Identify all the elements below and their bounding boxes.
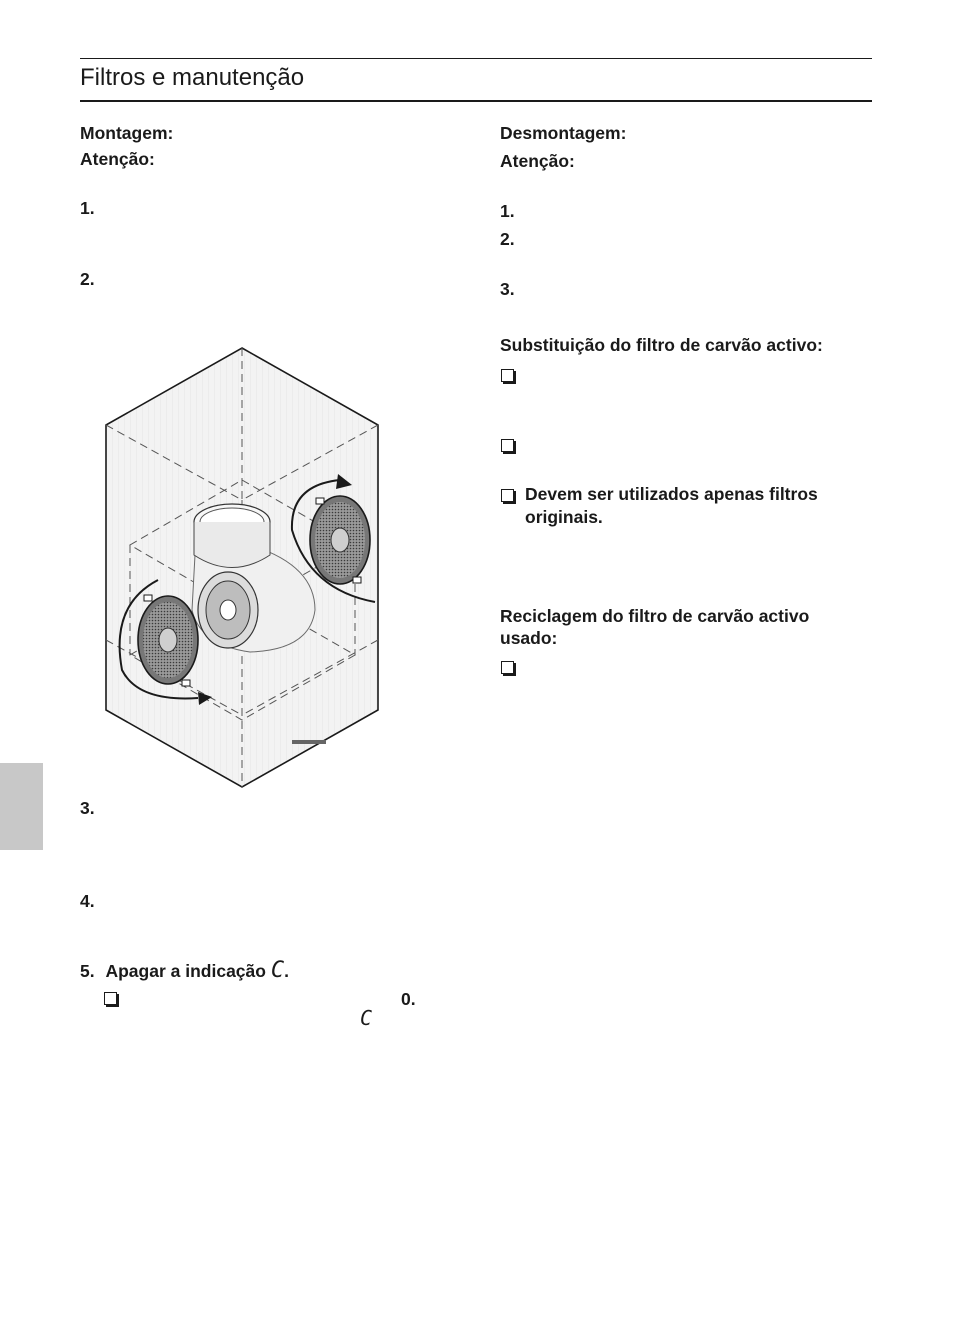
display-symbol-c: C [270,958,285,983]
desmontagem-heading: Desmontagem: [500,123,627,143]
step-5-period: . [284,961,289,981]
substituicao-heading: Substituição do filtro de carvão activo: [500,335,823,355]
desmontagem-step-1: 1. [500,201,515,221]
montagem-step-3: 3. [80,798,95,818]
desmontagem-attention-label: Atenção: [500,151,575,171]
reciclagem-bullet-1 [501,659,514,677]
substituicao-bullet-1 [501,367,514,385]
substituicao-bullet-3-line-1: Devem ser utilizados apenas filtros [525,484,818,504]
title-rule [80,100,872,102]
checkbox-bullet-icon [501,369,514,383]
montagem-step-2: 2. [80,269,95,289]
top-rule [80,58,872,59]
checkbox-bullet-icon [501,439,514,453]
page-title: Filtros e manutenção [80,64,305,91]
substituicao-bullet-3 [501,487,514,505]
step-5-value: 0. [401,989,416,1009]
montagem-step-4: 4. [80,891,95,911]
substituicao-bullet-3-line-2: originais. [525,507,603,527]
step-5-number: 5. [80,961,95,981]
reciclagem-heading-line-2: usado: [500,628,558,648]
desmontagem-step-3: 3. [500,279,515,299]
display-symbol-c-small: C [360,1006,373,1030]
step-5-text: Apagar a indicação [105,961,266,981]
checkbox-bullet-icon [501,661,514,675]
reciclagem-heading-line-1: Reciclagem do filtro de carvão activo [500,606,810,626]
substituicao-bullet-2 [501,437,514,455]
filter-mounting-illustration [105,347,379,788]
montagem-attention-label: Atenção: [80,149,155,169]
montagem-step-5: 5. Apagar a indicação C. [80,960,289,982]
montagem-step-1: 1. [80,198,95,218]
step-5-bullet [104,990,117,1008]
checkbox-bullet-icon [104,992,117,1006]
checkbox-bullet-icon [501,489,514,503]
side-tab [0,763,43,850]
montagem-heading: Montagem: [80,123,174,143]
desmontagem-step-2: 2. [500,229,515,249]
